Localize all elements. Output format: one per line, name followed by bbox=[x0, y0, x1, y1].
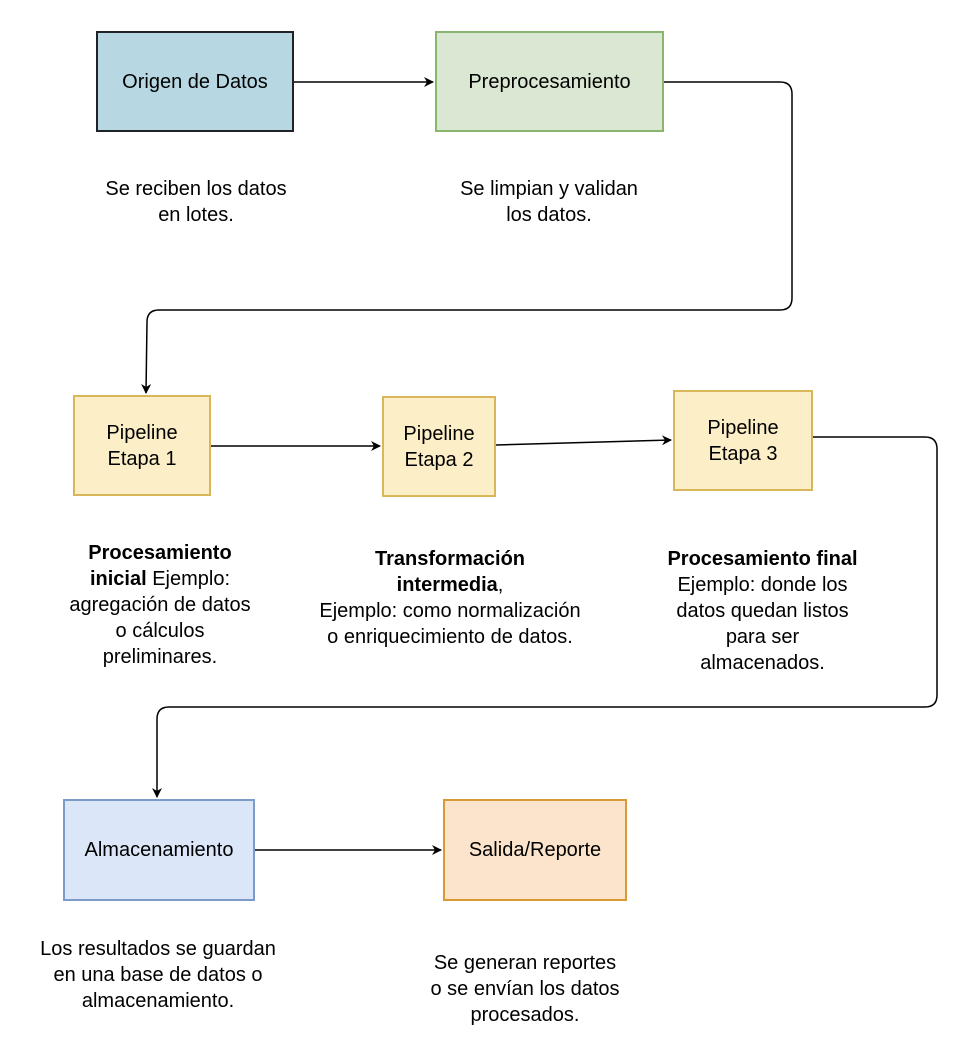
caption-origen: Se reciben los datos en lotes. bbox=[66, 176, 326, 228]
caption-line: en lotes. bbox=[158, 204, 234, 226]
caption-line: almacenados. bbox=[700, 652, 825, 674]
node-label-line-2: Etapa 1 bbox=[107, 447, 177, 470]
caption-text: Ejemplo: bbox=[146, 568, 231, 590]
caption-preprocesamiento: Se limpian y validan los datos. bbox=[404, 176, 694, 228]
arrow-etapa2-to-etapa3 bbox=[495, 435, 672, 446]
caption-line: o se envían los datos bbox=[430, 978, 620, 1000]
caption-etapa-1: Procesamiento inicial Ejemplo: agregació… bbox=[40, 540, 280, 670]
caption-line: Se generan reportes bbox=[433, 952, 617, 974]
node-preprocesamiento[interactable]: Preprocesamiento bbox=[435, 31, 664, 132]
caption-line: agregación de datos bbox=[69, 594, 251, 616]
node-label: Origen de Datos bbox=[122, 70, 268, 93]
caption-line: para ser bbox=[725, 626, 800, 648]
node-pipeline-etapa-1[interactable]: Pipeline Etapa 1 bbox=[73, 395, 211, 496]
caption-line: almacenamiento. bbox=[81, 990, 235, 1012]
node-salida-reporte[interactable]: Salida/Reporte bbox=[443, 799, 627, 901]
caption-almacenamiento: Los resultados se guardan en una base de… bbox=[10, 936, 306, 1014]
node-label-line-1: Pipeline bbox=[106, 421, 178, 444]
node-label: Almacenamiento bbox=[84, 839, 234, 861]
caption-line: procesados. bbox=[470, 1004, 580, 1026]
node-almacenamiento[interactable]: Almacenamiento bbox=[63, 799, 255, 901]
caption-bold: inicial bbox=[89, 568, 147, 590]
node-label-line-1: Pipeline bbox=[403, 422, 475, 445]
caption-line: datos quedan listos bbox=[676, 600, 849, 622]
caption-bold: Procesamiento bbox=[88, 542, 232, 564]
caption-line: los datos. bbox=[506, 204, 592, 226]
caption-text: , bbox=[497, 574, 504, 596]
node-label-line-2: Etapa 3 bbox=[708, 442, 778, 465]
node-label-line-2: Etapa 2 bbox=[404, 448, 474, 471]
caption-line: Los resultados se guardan bbox=[40, 938, 276, 960]
caption-etapa-3: Procesamiento final Ejemplo: donde los d… bbox=[625, 546, 900, 676]
caption-etapa-2: Transformación intermedia, Ejemplo: como… bbox=[285, 546, 615, 650]
caption-salida-reporte: Se generan reportes o se envían los dato… bbox=[395, 950, 655, 1028]
node-pipeline-etapa-3[interactable]: Pipeline Etapa 3 bbox=[673, 390, 813, 491]
caption-line: en una base de datos o bbox=[53, 964, 263, 986]
caption-line: preliminares. bbox=[102, 646, 218, 668]
caption-line: o cálculos bbox=[115, 620, 205, 642]
node-label: Preprocesamiento bbox=[468, 70, 631, 93]
caption-line: Se limpian y validan bbox=[460, 178, 638, 200]
node-label: Salida/Reporte bbox=[468, 839, 602, 861]
node-origen-de-datos[interactable]: Origen de Datos bbox=[96, 31, 294, 132]
caption-line: o enriquecimiento de datos. bbox=[327, 626, 573, 648]
caption-line: Se reciben los datos bbox=[105, 178, 287, 200]
node-pipeline-etapa-2[interactable]: Pipeline Etapa 2 bbox=[382, 396, 496, 497]
caption-bold: Procesamiento final bbox=[667, 548, 858, 570]
caption-line: Ejemplo: como normalización bbox=[319, 600, 581, 622]
caption-bold: Transformación bbox=[374, 548, 526, 570]
caption-line: Ejemplo: donde los bbox=[677, 574, 848, 596]
node-label-line-1: Pipeline bbox=[707, 416, 779, 439]
caption-bold: intermedia bbox=[396, 574, 498, 596]
